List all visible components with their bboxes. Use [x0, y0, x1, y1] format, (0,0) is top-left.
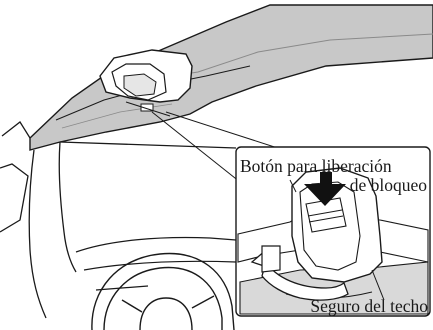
roof-lock-label: Seguro del techo [310, 296, 428, 316]
small-release-button [140, 103, 154, 112]
dashboard [75, 236, 237, 291]
roof-lock-leader [371, 269, 385, 301]
roof-panel [29, 4, 433, 151]
windshield-frame [0, 121, 237, 319]
roof-lock-unit [99, 49, 193, 117]
release-button-label-line1: Botón para liberación [240, 156, 392, 176]
release-button-arrow-icon [304, 172, 346, 206]
release-button-leader [289, 179, 297, 193]
steering-wheel [91, 252, 235, 330]
detail-inset [235, 146, 431, 317]
rotate-arrow-icon [250, 245, 349, 301]
release-button-label-line2: de bloqueo [350, 175, 428, 195]
